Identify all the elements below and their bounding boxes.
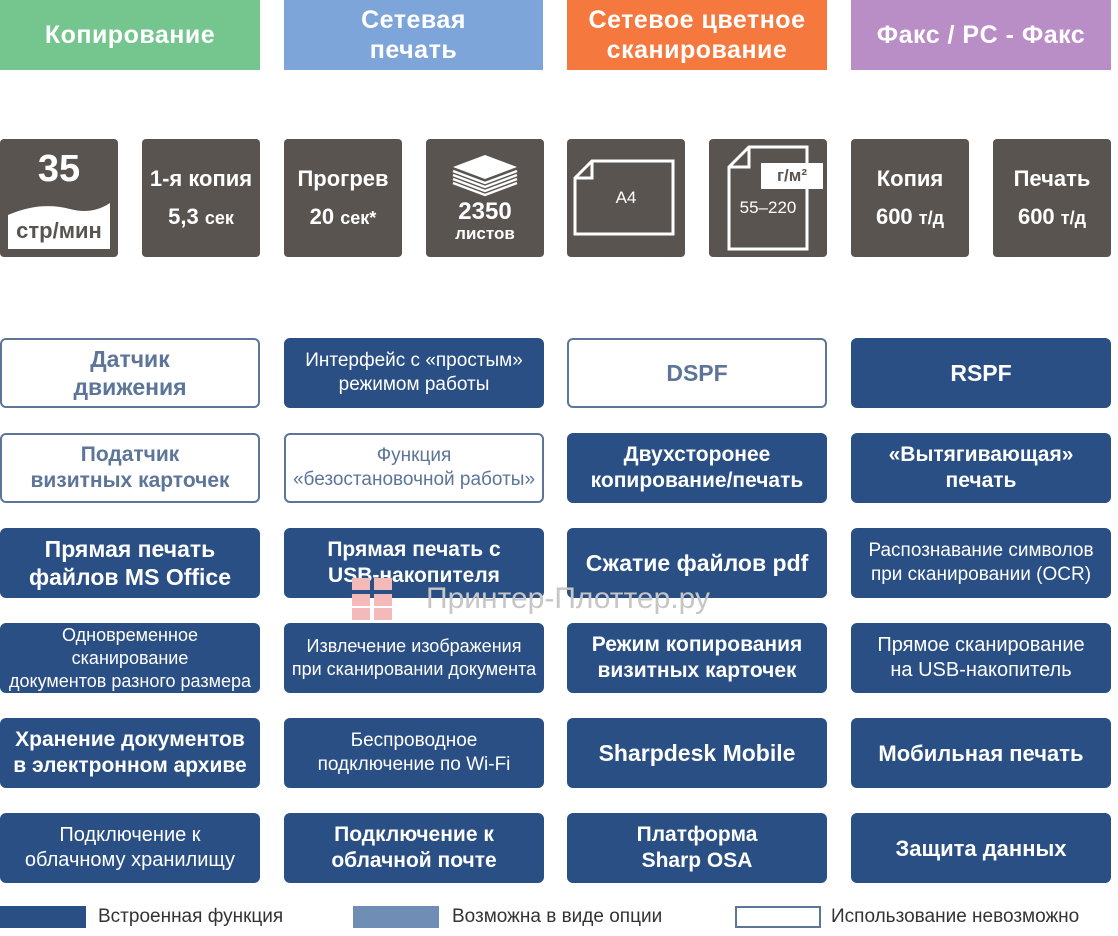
legend-label-builtin: Встроенная функция	[98, 906, 284, 927]
warmup-time: 20 сек*	[309, 203, 377, 229]
first-copy-time: 5,3 сек	[168, 203, 234, 229]
paper-stack-icon	[452, 155, 518, 197]
capacity-unit: листов	[455, 224, 515, 243]
spec-copy-resolution: Копия 600 т/д	[851, 139, 969, 257]
feature-tile: Sharpdesk Mobile	[567, 718, 827, 788]
feature-tile: Извлечение изображения при сканировании …	[284, 623, 544, 693]
feature-tile: Сжатие файлов pdf	[567, 528, 827, 598]
paper-size-icon	[573, 159, 675, 236]
legend-swatch-unavailable	[735, 906, 821, 928]
header-fax: Факс / PC - Факс	[851, 0, 1111, 70]
legend-label-unavailable: Использование невозможно	[831, 906, 1080, 927]
legend-swatch-optional	[353, 906, 439, 928]
feature-tile: Режим копирования визитных карточек	[567, 623, 827, 693]
legend-swatch-builtin	[0, 906, 86, 928]
header-network-color-scanning: Сетевое цветное сканирование	[567, 0, 827, 70]
feature-tile: Прямое сканирование на USB-накопитель	[851, 623, 1111, 693]
first-copy-label: 1-я копия	[149, 165, 253, 191]
feature-tile: Одновременное сканирование документов ра…	[0, 623, 260, 693]
spec-print-resolution: Печать 600 т/д	[993, 139, 1111, 257]
feature-tile: Платформа Sharp OSA	[567, 813, 827, 883]
feature-tile: Подключение к облачному хранилищу	[0, 813, 260, 883]
feature-tile: Двухсторонее копирование/печать	[567, 433, 827, 503]
spec-first-copy: 1-я копия 5,3 сек	[142, 139, 260, 257]
feature-tile: Хранение документов в электронном архиве	[0, 718, 260, 788]
header-copying: Копирование	[0, 0, 260, 70]
watermark-text: Принтер-Плоттер.ру	[426, 582, 710, 615]
feature-tile: DSPF	[567, 338, 827, 408]
page-stack-icon	[8, 203, 110, 249]
print-resolution-value: 600 т/д	[1017, 203, 1087, 229]
feature-tile: Подключение к облачной почте	[284, 813, 544, 883]
spec-paper-weight: г/м² 55–220	[709, 139, 827, 257]
feature-tile: Защита данных	[851, 813, 1111, 883]
watermark: Принтер-Плоттер.ру	[352, 578, 710, 620]
print-resolution-label: Печать	[1013, 165, 1091, 191]
copy-resolution-value: 600 т/д	[875, 203, 945, 229]
copy-resolution-label: Копия	[876, 165, 944, 191]
spec-paper-capacity: 2350 листов	[426, 139, 544, 257]
feature-tile: Прямая печать файлов MS Office	[0, 528, 260, 598]
feature-tile: Интерфейс с «простым» режимом работы	[284, 338, 544, 408]
feature-tile: Беспроводное подключение по Wi-Fi	[284, 718, 544, 788]
spec-paper-size: A4	[567, 139, 685, 257]
capacity-value: 2350	[458, 198, 512, 225]
feature-tile: RSPF	[851, 338, 1111, 408]
speed-value: 35	[37, 148, 81, 190]
paper-size-value: A4	[615, 188, 637, 207]
feature-tile: «Вытягивающая» печать	[851, 433, 1111, 503]
header-network-printing: Сетевая печать	[284, 0, 543, 70]
legend-label-optional: Возможна в виде опции	[452, 906, 663, 927]
watermark-logo-icon	[352, 578, 392, 620]
feature-tile: Податчик визитных карточек	[0, 433, 260, 503]
spec-warmup: Прогрев 20 сек*	[284, 139, 402, 257]
paper-weight-icon	[727, 145, 823, 251]
feature-tile: Прямая печать с USB-накопителя	[284, 528, 544, 598]
warmup-label: Прогрев	[297, 165, 389, 191]
paper-weight-unit: г/м²	[776, 166, 808, 185]
feature-tile: Распознавание символов при сканировании …	[851, 528, 1111, 598]
speed-unit: стр/мин	[16, 218, 102, 243]
spec-speed: 35 стр/мин	[0, 139, 118, 257]
feature-tile: Мобильная печать	[851, 718, 1111, 788]
feature-tile: Функция «безостановочной работы»	[284, 433, 544, 503]
paper-weight-value: 55–220	[739, 198, 797, 217]
feature-tile: Датчик движения	[0, 338, 260, 408]
